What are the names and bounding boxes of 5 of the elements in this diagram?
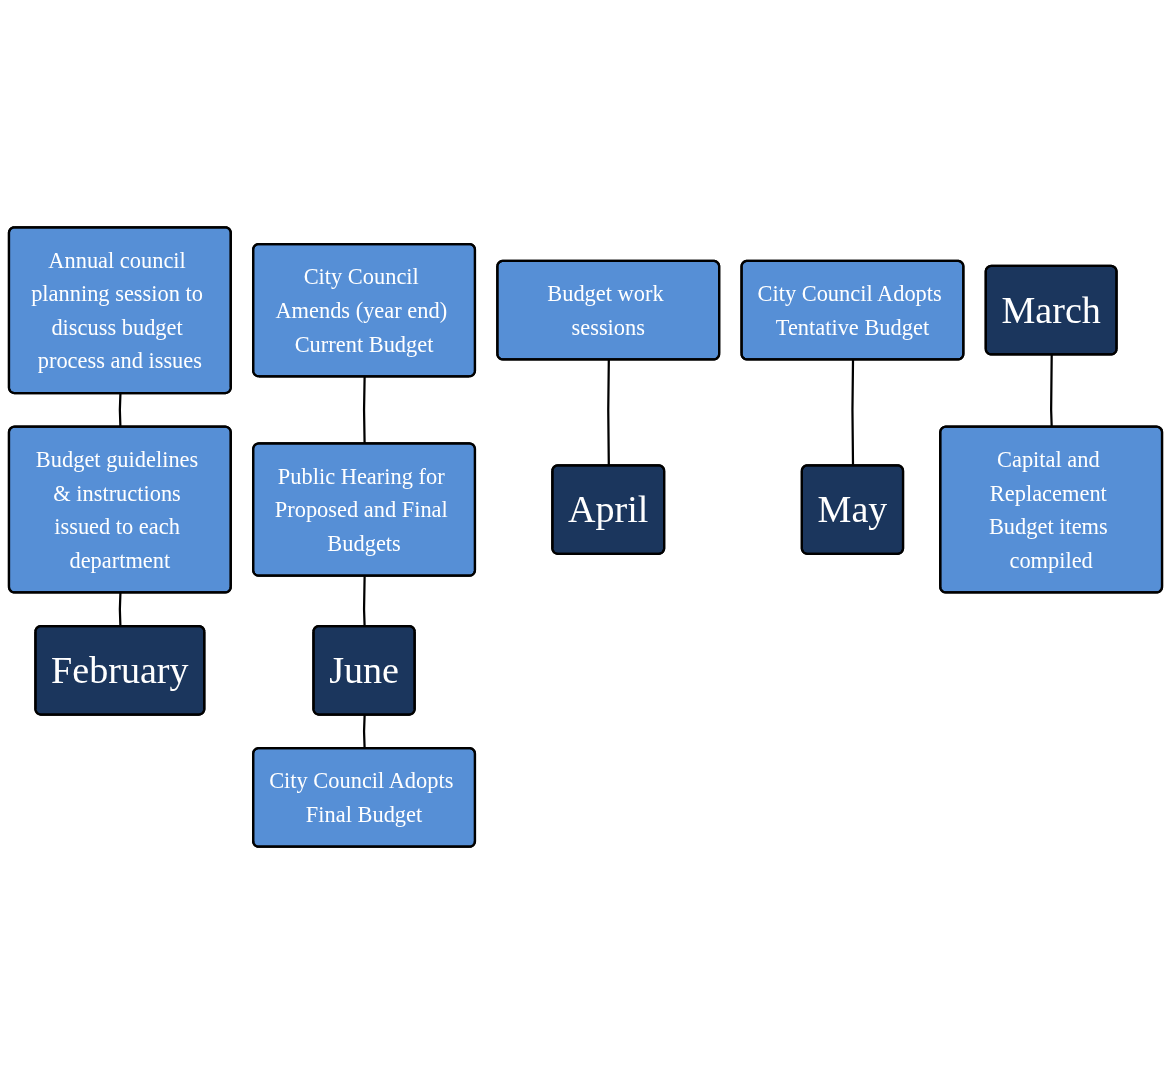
connector	[851, 360, 855, 466]
connector	[607, 360, 610, 466]
connector	[362, 715, 366, 749]
connector	[362, 576, 366, 627]
connector	[118, 592, 122, 627]
